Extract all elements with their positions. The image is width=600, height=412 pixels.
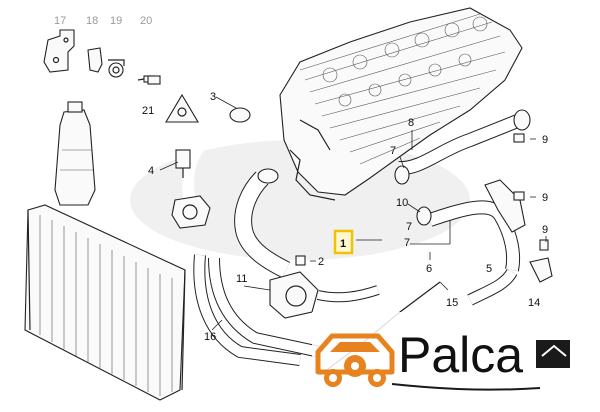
- label-8: 8: [408, 117, 414, 129]
- hose-5: [467, 268, 518, 306]
- label-2: 2: [318, 256, 324, 268]
- label-7b: 7: [406, 221, 412, 233]
- hose-3: [182, 107, 251, 206]
- leader-lines: [159, 96, 547, 331]
- clamp-7a: [394, 165, 410, 185]
- hose-1: [234, 168, 291, 279]
- clip-18: [87, 47, 103, 73]
- label-9c: 9: [542, 224, 548, 236]
- label-18: 18: [86, 15, 98, 27]
- hose-6: [427, 200, 521, 272]
- watermark: [130, 140, 470, 260]
- logo-text: Palca: [398, 327, 523, 383]
- label-10: 10: [396, 197, 408, 209]
- label-5: 5: [486, 263, 492, 275]
- label-15: 15: [446, 297, 458, 309]
- bolt-9b: [513, 191, 525, 201]
- label-11: 11: [236, 273, 247, 285]
- radiator: [24, 204, 186, 401]
- label-21: 21: [142, 105, 154, 117]
- label-14: 14: [528, 297, 540, 309]
- label-6: 6: [426, 263, 432, 275]
- pump-connector: [269, 271, 319, 319]
- clamp-19: [108, 59, 125, 78]
- manual-icon: [536, 340, 570, 368]
- warning-sign: [165, 93, 199, 123]
- label-9b: 9: [542, 192, 548, 204]
- highlight-box: 1: [333, 229, 354, 255]
- label-7a: 7: [390, 145, 396, 157]
- part-labels: 17 18 19 20 21 3 4 8 9 7 9 10 7 7 9 1 2 …: [54, 15, 548, 343]
- label-4: 4: [148, 165, 154, 177]
- bolt-9c: [539, 239, 549, 251]
- cylinder-head: [279, 7, 523, 201]
- car-icon: [315, 333, 395, 387]
- label-17: 17: [54, 15, 66, 27]
- palca-logo: Palca: [312, 312, 594, 408]
- expansion-tank: [54, 101, 96, 206]
- label-3: 3: [210, 91, 216, 103]
- bracket-14: [529, 257, 553, 283]
- sensor-4: [175, 149, 191, 178]
- bracket-17: [43, 29, 75, 73]
- label-9a: 9: [542, 134, 548, 146]
- label-20: 20: [140, 15, 152, 27]
- bolt-2: [295, 255, 306, 266]
- bolt-21: [147, 75, 161, 85]
- clamp-10: [416, 206, 432, 226]
- hose-16: [193, 254, 322, 366]
- hose-11: [316, 285, 380, 303]
- thermostat-housing: [171, 195, 211, 229]
- label-16: 16: [204, 331, 216, 343]
- bracket-9: [484, 179, 526, 233]
- bolt-9a: [513, 133, 525, 143]
- label-19: 19: [110, 15, 122, 27]
- label-7c: 7: [404, 237, 410, 249]
- label-1: 1: [340, 238, 346, 250]
